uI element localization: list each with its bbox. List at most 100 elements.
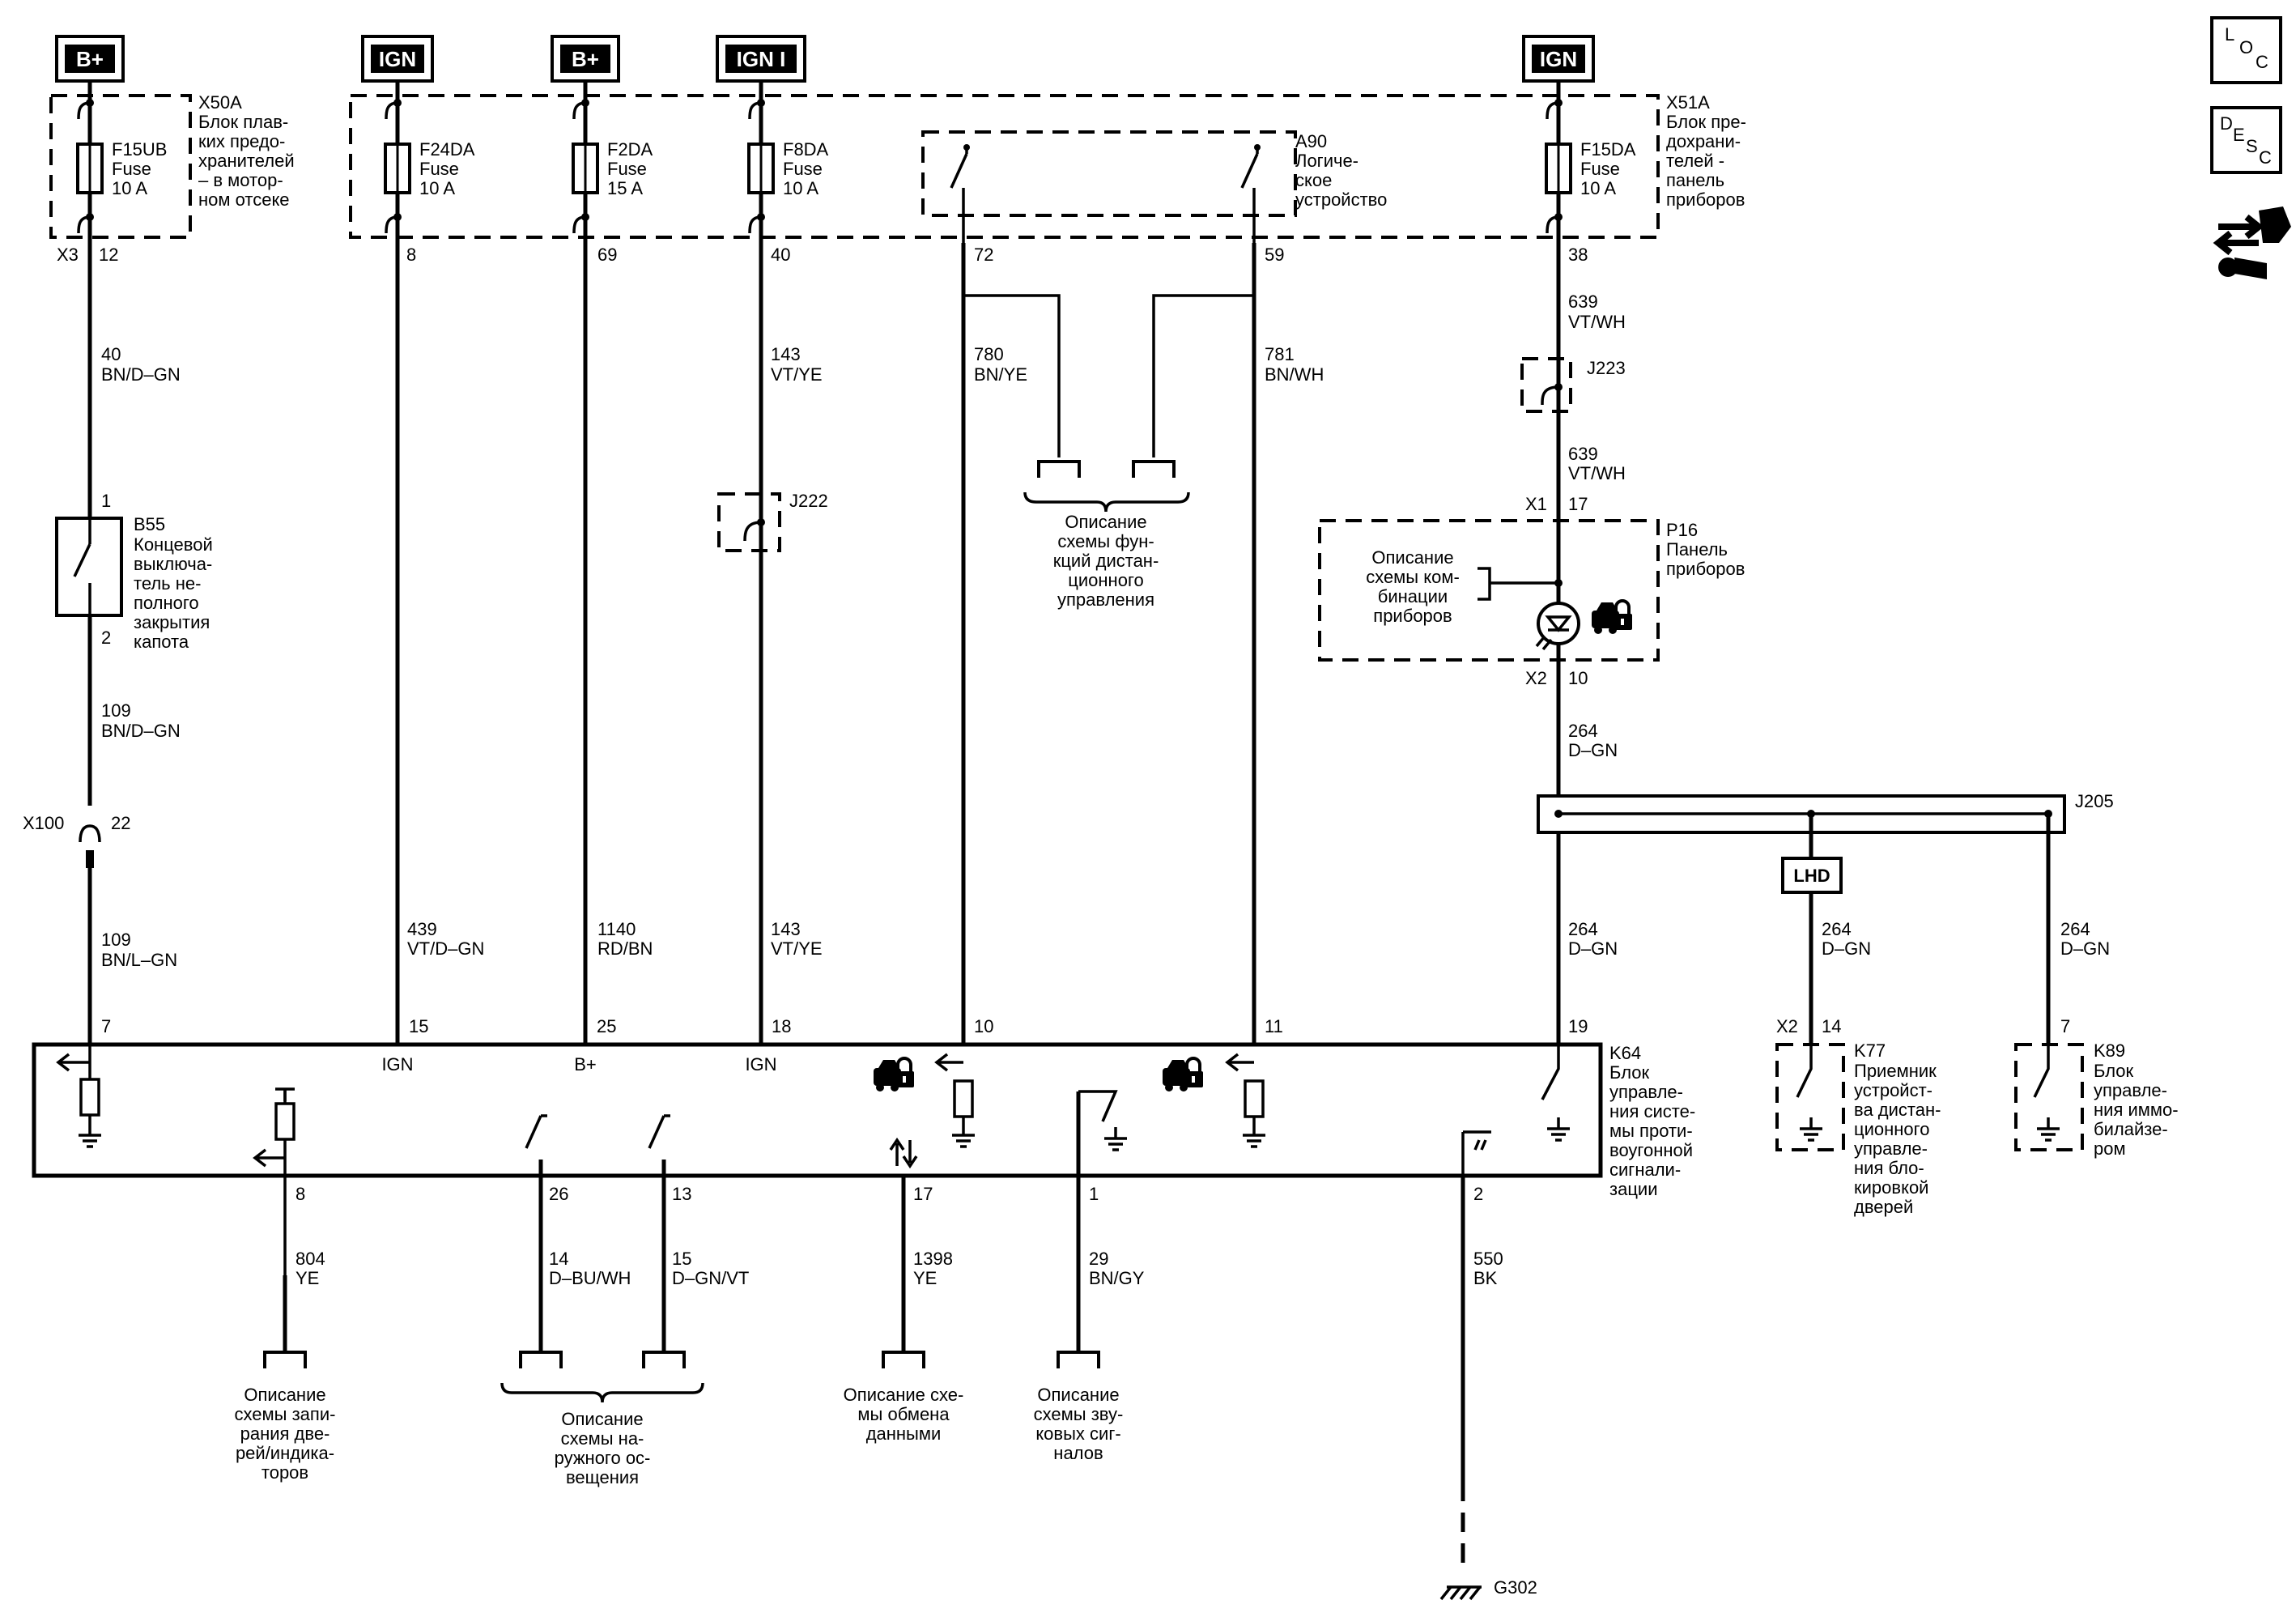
diagram-label: сигнали- [1609, 1160, 1681, 1180]
diagram-label: 10 A [419, 178, 455, 198]
diagram-label: 15 A [607, 178, 643, 198]
diagram-label: схемы фун- [1057, 531, 1154, 551]
fuse-block-x51a [349, 94, 1660, 239]
diagram-label: 18 [772, 1016, 791, 1036]
diagram-label: 12 [99, 245, 118, 265]
diagram-label: BN/L–GN [101, 950, 177, 970]
diagram-label: приборов [1666, 189, 1745, 210]
wrench-icon[interactable] [2213, 206, 2291, 279]
x50a-label: X50A [198, 92, 242, 113]
power-label-ign: IGN [1540, 47, 1577, 71]
diagram-label: ром [2094, 1138, 2126, 1159]
fuse-f2da [572, 143, 599, 194]
fuse-f15da [1545, 143, 1572, 194]
diagram-label: 10 [974, 1016, 993, 1036]
diagram-label: K64 [1609, 1043, 1641, 1063]
diagram-label: управле- [2094, 1080, 2167, 1100]
diagram-label: YE [913, 1268, 937, 1288]
diagram-label: Блок плав- [198, 112, 288, 132]
diagram-label: Fuse [1580, 159, 1620, 179]
diagram-label: полного [134, 593, 199, 613]
diagram-label: 7 [101, 1016, 111, 1036]
diagram-label: IGN [745, 1054, 776, 1074]
diagram-label: Описание схе- [844, 1385, 964, 1405]
diagram-label: Описание [1065, 512, 1146, 532]
diagram-label: ния иммо- [2094, 1100, 2179, 1120]
logic-device-a90 [921, 130, 1297, 217]
diagram-label: устройство [1295, 189, 1387, 210]
fuse-f15ub [76, 143, 104, 194]
diagram-label: дверей [1854, 1197, 1913, 1217]
fuse-block-x50a [49, 94, 192, 239]
diagram-label: 639 [1568, 444, 1598, 464]
diagram-label: D–GN [2060, 938, 2110, 959]
diagram-label: 13 [672, 1184, 691, 1204]
diagram-label: вещения [566, 1467, 639, 1487]
diagram-label: 8 [296, 1184, 305, 1204]
diagram-label: B55 [134, 514, 165, 534]
diagram-label: рания две- [240, 1423, 330, 1444]
diagram-label: 17 [913, 1184, 933, 1204]
description-icon[interactable]: D E S C [2210, 106, 2282, 174]
diagram-label: тель не- [134, 573, 201, 594]
diagram-label: 439 [407, 919, 437, 939]
diagram-label: 59 [1265, 245, 1284, 265]
diagram-label: X3 [57, 245, 79, 265]
diagram-label: 10 A [112, 178, 147, 198]
diagram-label: 2 [1473, 1184, 1483, 1204]
diagram-label: ционного [1854, 1119, 1929, 1139]
diagram-label: схемы зву- [1034, 1404, 1124, 1424]
diagram-label: 17 [1568, 494, 1588, 514]
diagram-label: ружного ос- [555, 1448, 651, 1468]
diagram-label: VT/YE [771, 364, 823, 385]
x51a-label: X51A [1666, 92, 1710, 113]
diagram-label: телей - [1666, 151, 1724, 171]
diagram-label: 29 [1089, 1249, 1108, 1269]
power-label-ign-i: IGN I [737, 47, 786, 71]
diagram-label: 1 [101, 491, 111, 511]
diagram-label: VT/WH [1568, 463, 1626, 483]
diagram-label: бинации [1378, 586, 1448, 606]
indicator-led-icon [1537, 602, 1580, 645]
diagram-label: воугонной [1609, 1140, 1693, 1160]
instrument-panel-p16 [1318, 519, 1660, 662]
diagram-label: J222 [789, 491, 828, 511]
diagram-label: P16 [1666, 520, 1698, 540]
location-icon[interactable]: L O C [2210, 16, 2282, 84]
diagram-label: F24DA [419, 139, 475, 160]
diagram-label: 109 [101, 930, 131, 950]
diagram-label: D–GN [1568, 740, 1618, 760]
diagram-label: выключа- [134, 554, 212, 574]
diagram-label: ких предо- [198, 131, 285, 151]
diagram-label: Логиче- [1295, 151, 1358, 171]
diagram-label: 804 [296, 1249, 325, 1269]
diagram-label: 550 [1473, 1249, 1503, 1269]
a90-label: A90 [1295, 131, 1327, 151]
diagram-label: D–GN [1822, 938, 1871, 959]
diagram-label: E [2233, 125, 2245, 145]
diagram-label: Блок пре- [1666, 112, 1746, 132]
diagram-label: схемы на- [561, 1428, 644, 1449]
diagram-label: J223 [1587, 358, 1626, 378]
chassis-ground-icon [1439, 1585, 1482, 1601]
diagram-label: ковых сиг- [1035, 1423, 1120, 1444]
diagram-label: BN/D–GN [101, 364, 181, 385]
diagram-label: C [2259, 147, 2272, 168]
diagram-label: Описание [1037, 1385, 1119, 1405]
diagram-label: 143 [771, 344, 801, 364]
theft-deterrent-icon [1590, 599, 1634, 636]
diagram-label: мы обмена [857, 1404, 950, 1424]
diagram-label: Описание [561, 1409, 643, 1429]
diagram-label: Приемник [1854, 1061, 1937, 1081]
diagram-label: 69 [597, 245, 617, 265]
diagram-label: J205 [2075, 791, 2114, 811]
theft-deterrent-icon [1161, 1057, 1205, 1093]
theft-deterrent-module-k64 [32, 1042, 1603, 1178]
diagram-label: 264 [1568, 919, 1598, 939]
diagram-label: 780 [974, 344, 1004, 364]
diagram-label: F8DA [783, 139, 829, 160]
diagram-label: схемы запи- [235, 1404, 336, 1424]
diagram-label: 1140 [597, 919, 636, 939]
diagram-label: 8 [406, 245, 416, 265]
diagram-label: 72 [974, 245, 993, 265]
